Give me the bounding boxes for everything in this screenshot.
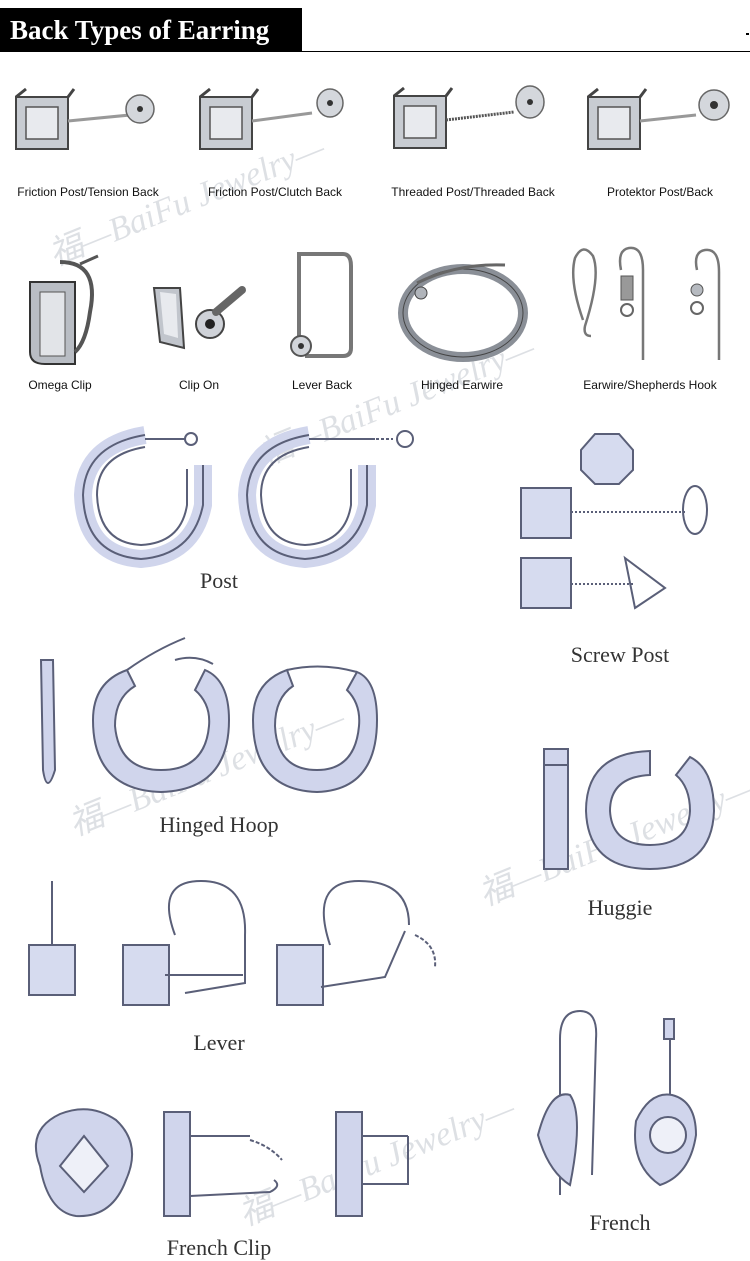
- caption-friction-post-tension-back: Friction Post/Tension Back: [17, 185, 159, 199]
- caption-lever-back: Lever Back: [291, 378, 353, 392]
- caption-clip-on: Clip On: [178, 378, 220, 392]
- caption-omega-clip: Omega Clip: [28, 378, 92, 392]
- lever-back-image: [290, 252, 353, 358]
- caption-hinged-hoop: Hinged Hoop: [159, 812, 279, 837]
- stud-earring-image: [587, 87, 730, 150]
- caption-lever: Lever: [193, 1030, 245, 1055]
- stud-earring-image: [199, 87, 344, 150]
- hinged-hoop-sketch: [39, 637, 379, 794]
- stud-earring-image: [15, 87, 155, 150]
- header-dot: [746, 33, 749, 35]
- caption-earwire-shepherds-hook: Earwire/Shepherds Hook: [583, 378, 717, 392]
- french-sketch: [536, 1009, 698, 1195]
- hinged-earwire-image: [398, 263, 528, 362]
- screw-post-sketch: [520, 433, 708, 610]
- clip-on-image: [152, 286, 246, 350]
- caption-french: French: [589, 1210, 651, 1235]
- huggie-sketch: [543, 748, 716, 871]
- shepherd-hook-image: [571, 246, 721, 360]
- caption-friction-post-clutch-back: Friction Post/Clutch Back: [207, 185, 343, 199]
- caption-huggie: Huggie: [587, 895, 653, 920]
- caption-threaded-post-threaded-back: Threaded Post/Threaded Back: [391, 185, 555, 199]
- page-title: Back Types of Earring: [0, 8, 302, 52]
- header-rule: [302, 51, 750, 52]
- caption-protektor-post-back: Protektor Post/Back: [606, 185, 714, 199]
- french-clip-sketch: [35, 1108, 409, 1218]
- lever-sketch: [28, 879, 437, 1006]
- caption-french-clip: French Clip: [166, 1235, 272, 1260]
- stud-earring-image: [393, 85, 545, 149]
- omega-clip-image: [29, 254, 99, 365]
- post-sketch: [73, 426, 414, 569]
- caption-screw-post: Screw Post: [570, 642, 670, 667]
- caption-hinged-earwire: Hinged Earwire: [420, 378, 504, 392]
- caption-post: Post: [200, 568, 238, 593]
- page-header: Back Types of Earring: [0, 0, 750, 54]
